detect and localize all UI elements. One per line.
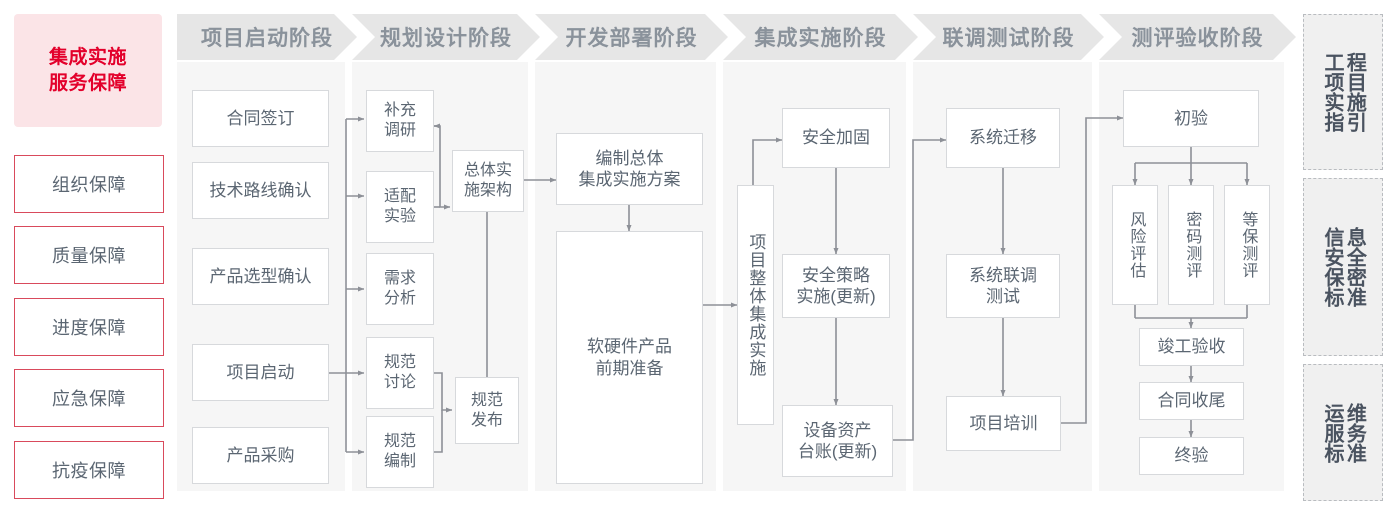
phase-header-planning[interactable]: 规划设计阶段	[352, 14, 540, 60]
node-completion-acceptance[interactable]: 竣工验收	[1139, 328, 1244, 366]
node-grade-protection-eval[interactable]: 等保测评	[1224, 185, 1270, 305]
node-tech-route[interactable]: 技术路线确认	[192, 162, 329, 219]
node-asset-ledger-update[interactable]: 设备资产 台账(更新)	[782, 405, 893, 477]
standard-operations-col-left: 运服标	[1321, 402, 1343, 463]
node-requirement-analysis[interactable]: 需求 分析	[366, 253, 434, 325]
node-overall-integration-plan[interactable]: 编制总体 集成实施方案	[556, 133, 703, 205]
guarantee-item-epidemic[interactable]: 抗疫保障	[14, 441, 164, 499]
node-project-kickoff[interactable]: 项目启动	[192, 344, 329, 401]
node-system-migration[interactable]: 系统迁移	[946, 108, 1060, 168]
left-title-card: 集成实施 服务保障	[14, 14, 162, 127]
standard-panel-engineering[interactable]: 程目施引 工项实指	[1303, 14, 1383, 170]
phase-header-integration[interactable]: 集成实施阶段	[723, 14, 918, 60]
phase-header-jointtest[interactable]: 联调测试阶段	[913, 14, 1104, 60]
node-product-selection[interactable]: 产品选型确认	[192, 248, 329, 305]
phase-header-develop[interactable]: 开发部署阶段	[535, 14, 728, 60]
standard-security-col-left: 信安保标	[1321, 227, 1343, 307]
standard-operations-col-right: 维务准	[1343, 402, 1366, 463]
node-final-acceptance[interactable]: 终验	[1139, 437, 1244, 475]
node-contract-sign[interactable]: 合同签订	[192, 90, 329, 147]
node-security-policy-update[interactable]: 安全策略 实施(更新)	[782, 254, 890, 318]
standard-panel-security[interactable]: 息全密准 信安保标	[1303, 178, 1383, 356]
node-overall-project-integration[interactable]: 项目整体集成实施	[737, 185, 774, 425]
standard-security-col-right: 息全密准	[1343, 227, 1366, 307]
node-spec-release[interactable]: 规范 发布	[455, 377, 519, 444]
node-project-training[interactable]: 项目培训	[946, 396, 1061, 451]
guarantee-item-emergency[interactable]: 应急保障	[14, 369, 164, 427]
node-security-hardening[interactable]: 安全加固	[782, 108, 890, 168]
phase-header-startup[interactable]: 项目启动阶段	[177, 14, 357, 60]
node-contract-closing[interactable]: 合同收尾	[1139, 382, 1244, 420]
node-adaptation-test[interactable]: 适配 实验	[366, 171, 434, 243]
guarantee-item-quality[interactable]: 质量保障	[14, 226, 164, 284]
node-spec-drafting[interactable]: 规范 编制	[366, 416, 434, 488]
node-risk-assessment[interactable]: 风险评估	[1112, 185, 1158, 305]
node-product-purchase[interactable]: 产品采购	[192, 427, 329, 484]
standard-engineering-col-right: 程目施引	[1343, 52, 1366, 132]
node-spec-discussion[interactable]: 规范 讨论	[366, 337, 434, 409]
node-preliminary-acceptance[interactable]: 初验	[1123, 90, 1259, 147]
left-title-line-1: 集成实施	[48, 46, 127, 68]
standard-engineering-col-left: 工项实指	[1321, 52, 1343, 132]
node-system-joint-test[interactable]: 系统联调 测试	[946, 254, 1060, 318]
left-title-line-2: 服务保障	[48, 72, 127, 94]
node-supplementary-research[interactable]: 补充 调研	[366, 90, 434, 152]
phase-header-acceptance[interactable]: 测评验收阶段	[1099, 14, 1296, 60]
node-hardware-software-prep[interactable]: 软硬件产品 前期准备	[556, 231, 703, 484]
guarantee-item-organization[interactable]: 组织保障	[14, 155, 164, 213]
guarantee-item-schedule[interactable]: 进度保障	[14, 298, 164, 356]
node-crypto-evaluation[interactable]: 密码测评	[1168, 185, 1214, 305]
node-overall-architecture[interactable]: 总体实 施架构	[452, 150, 524, 212]
standard-panel-operations[interactable]: 维务准 运服标	[1303, 364, 1383, 501]
